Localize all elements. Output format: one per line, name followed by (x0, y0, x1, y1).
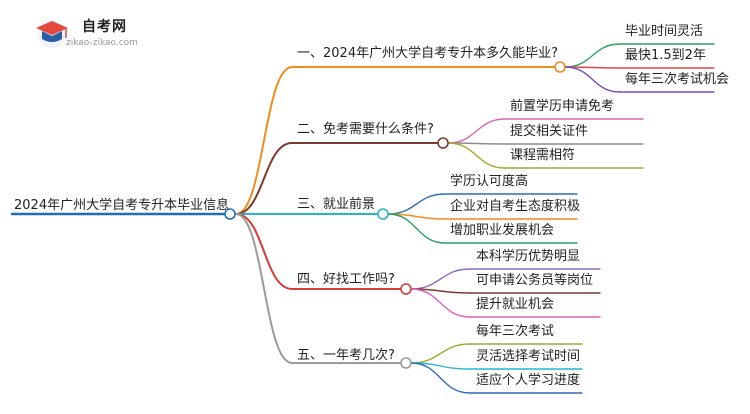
branch-1-node (554, 61, 566, 73)
branch-5-connector (235, 213, 293, 364)
branch-5-leaf-3-connector (410, 362, 471, 394)
branch-4-topic[interactable]: 四、好找工作吗? (297, 272, 395, 287)
branch-2-leaf-3[interactable]: 课程需相符 (510, 148, 576, 163)
branch-3-leaf-3-connector (387, 213, 446, 244)
site-logo[interactable]: 自考网 zikao-zikao.com (30, 14, 150, 54)
branch-2-leaf-1-connector (447, 118, 506, 144)
branch-5-leaf-1-connector (410, 343, 471, 364)
branch-3-leaf-2[interactable]: 企业对自考生态度积极 (450, 199, 581, 214)
branch-2-topic[interactable]: 二、免考需要什么条件? (297, 122, 434, 137)
branch-3-node (377, 208, 389, 220)
branch-4-node (400, 283, 412, 295)
graduation-cap-logo-icon (36, 20, 68, 48)
branch-5-leaf-1[interactable]: 每年三次考试 (476, 324, 555, 339)
branch-3-leaf-1[interactable]: 学历认可度高 (450, 174, 529, 189)
branch-3-topic[interactable]: 三、就业前景 (297, 197, 376, 212)
branch-3-leaf-3[interactable]: 增加职业发展机会 (450, 223, 555, 238)
branch-2-leaf-3-connector (447, 142, 506, 169)
site-url: zikao-zikao.com (66, 38, 138, 48)
branch-2-connector (235, 142, 293, 215)
branch-1-topic[interactable]: 一、2024年广州大学自考专升本多久能毕业? (297, 46, 558, 61)
branch-5-leaf-2[interactable]: 灵活选择考试时间 (476, 349, 581, 364)
branch-2-node (437, 137, 449, 149)
branch-1-leaf-1[interactable]: 毕业时间灵活 (625, 24, 704, 39)
branch-4-leaf-3-connector (410, 288, 471, 318)
branch-5-node (400, 357, 412, 369)
branch-4-leaf-3[interactable]: 提升就业机会 (476, 297, 555, 312)
branch-1-leaf-3[interactable]: 每年三次考试机会 (625, 72, 730, 87)
branch-2-leaf-1[interactable]: 前置学历申请免考 (510, 99, 615, 114)
site-name: 自考网 (82, 19, 127, 35)
branch-1-connector (235, 66, 293, 215)
root-node (224, 208, 236, 220)
branch-1-leaf-1-connector (564, 43, 621, 68)
branch-5-leaf-3[interactable]: 适应个人学习进度 (476, 373, 581, 388)
branch-4-leaf-1-connector (410, 268, 471, 290)
branch-3-leaf-1-connector (387, 193, 446, 215)
root-topic[interactable]: 2024年广州大学自考专升本毕业信息 (14, 198, 230, 213)
branch-2-leaf-2[interactable]: 提交相关证件 (510, 124, 589, 139)
branch-1-leaf-2[interactable]: 最快1.5到2年 (625, 48, 706, 63)
branch-5-topic[interactable]: 五、一年考几次? (297, 348, 395, 363)
branch-4-connector (235, 213, 293, 290)
branch-4-leaf-2[interactable]: 可申请公务员等岗位 (476, 273, 594, 288)
branch-1-leaf-3-connector (564, 66, 621, 93)
branch-4-leaf-1[interactable]: 本科学历优势明显 (476, 249, 581, 264)
